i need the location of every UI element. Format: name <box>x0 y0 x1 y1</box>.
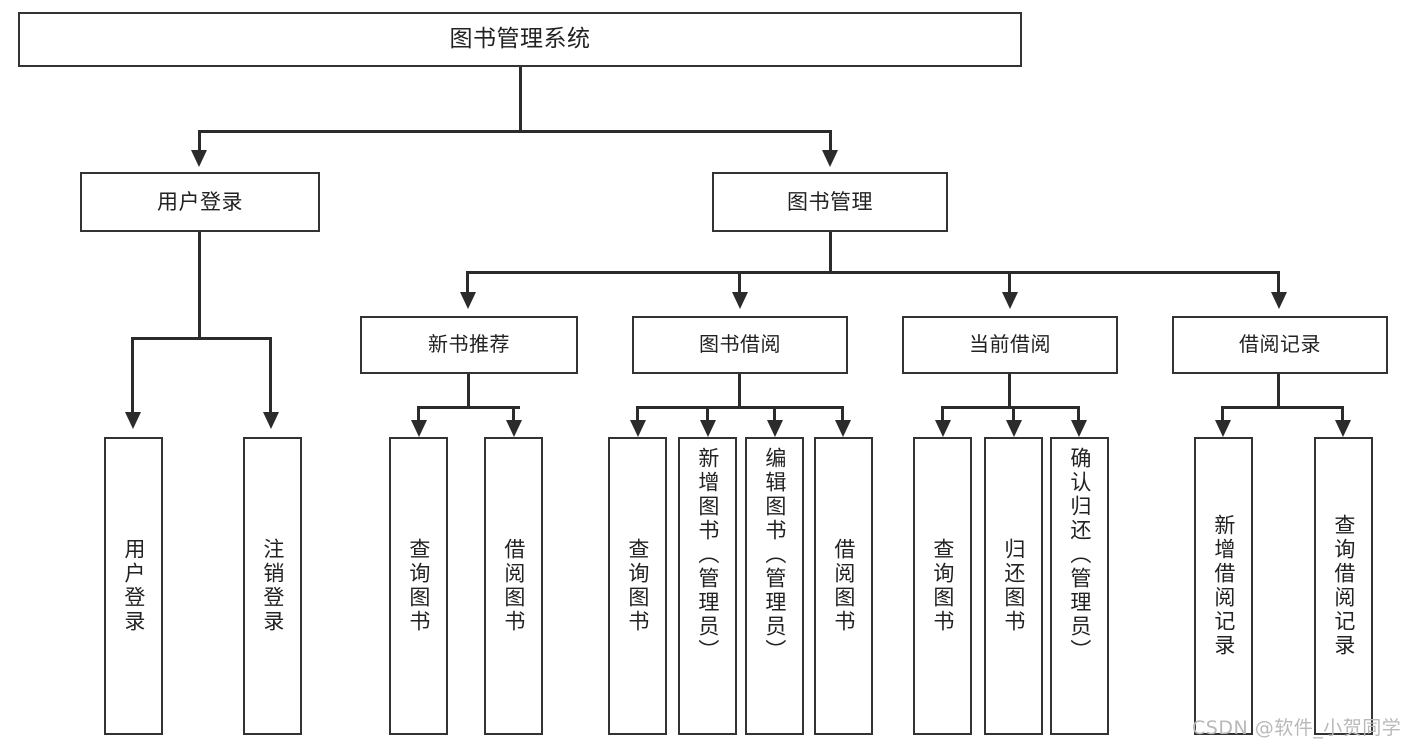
connector-bb-leg-2 <box>706 406 709 424</box>
node-book-borrow[interactable]: 图书借阅 <box>632 316 848 374</box>
arrow-bb-leaf-2 <box>700 420 716 437</box>
node-label: 图书借阅 <box>699 332 781 357</box>
node-leaf-edit-book[interactable]: 编辑图书（管理员） <box>745 437 804 735</box>
arrow-bb-leaf-4 <box>835 420 851 437</box>
arrow-br-leaf-2 <box>1335 420 1351 437</box>
connector-bm-leg-3 <box>1008 271 1011 295</box>
node-label: 用户登录 <box>121 538 146 634</box>
connector-cb-leg-1 <box>941 406 944 424</box>
node-leaf-add-record[interactable]: 新增借阅记录 <box>1194 437 1253 735</box>
node-label: 编辑图书（管理员） <box>762 447 787 663</box>
arrow-bm-to-new-book-recommend <box>460 292 476 309</box>
node-leaf-borrow-book-2[interactable]: 借阅图书 <box>814 437 873 735</box>
arrow-root-to-book-management <box>822 150 838 167</box>
connector-root-to-book-management <box>829 130 832 152</box>
node-label: 图书管理系统 <box>449 25 591 52</box>
arrow-cb-leaf-1 <box>935 420 951 437</box>
node-label: 确认归还（管理员） <box>1067 447 1092 663</box>
connector-br-leg-2 <box>1341 406 1344 424</box>
arrow-user-login-leaf-1 <box>125 412 141 429</box>
connector-root-stem <box>519 67 522 132</box>
node-label: 借阅图书 <box>831 538 856 634</box>
arrow-bb-leaf-3 <box>767 420 783 437</box>
connector-root-to-user-login <box>198 130 201 152</box>
node-leaf-user-logout[interactable]: 注销登录 <box>243 437 302 735</box>
connector-bb-leg-4 <box>841 406 844 424</box>
connector-br-bus <box>1221 406 1343 409</box>
node-leaf-user-login[interactable]: 用户登录 <box>104 437 163 735</box>
node-label: 注销登录 <box>260 538 285 634</box>
arrow-bm-to-current-borrow <box>1002 292 1018 309</box>
node-label: 借阅记录 <box>1239 332 1321 357</box>
connector-bm-leg-2 <box>738 271 741 295</box>
node-label: 查询借阅记录 <box>1331 514 1356 658</box>
connector-bm-leg-4 <box>1277 271 1280 295</box>
node-current-borrow[interactable]: 当前借阅 <box>902 316 1118 374</box>
connector-cb-leg-3 <box>1077 406 1080 424</box>
arrow-nbr-leaf-2 <box>506 420 522 437</box>
node-leaf-query-record[interactable]: 查询借阅记录 <box>1314 437 1373 735</box>
connector-nbr-stem <box>467 374 470 409</box>
arrow-bm-to-borrow-record <box>1271 292 1287 309</box>
arrow-bb-leaf-1 <box>630 420 646 437</box>
node-label: 查询图书 <box>625 538 650 634</box>
connector-nbr-leg-2 <box>512 406 515 424</box>
connector-bm-leg-1 <box>466 271 469 295</box>
node-label: 归还图书 <box>1001 538 1026 634</box>
connector-book-management-stem <box>829 232 832 274</box>
connector-bb-leg-3 <box>773 406 776 424</box>
node-leaf-return-book[interactable]: 归还图书 <box>984 437 1043 735</box>
connector-br-stem <box>1277 374 1280 409</box>
connector-bb-bus <box>636 406 844 409</box>
arrow-root-to-user-login <box>191 150 207 167</box>
node-label: 新书推荐 <box>428 332 510 357</box>
node-label: 新增借阅记录 <box>1211 514 1236 658</box>
node-leaf-add-book[interactable]: 新增图书（管理员） <box>678 437 737 735</box>
node-leaf-query-book-2[interactable]: 查询图书 <box>608 437 667 735</box>
node-label: 当前借阅 <box>969 332 1051 357</box>
csdn-watermark: CSDN @软件_小贺同学 <box>1192 717 1402 739</box>
arrow-br-leaf-1 <box>1215 420 1231 437</box>
node-book-management[interactable]: 图书管理 <box>712 172 948 232</box>
node-leaf-confirm-return[interactable]: 确认归还（管理员） <box>1050 437 1109 735</box>
connector-user-login-leg-1 <box>131 337 134 417</box>
connector-cb-bus <box>941 406 1079 409</box>
node-label: 用户登录 <box>157 189 243 214</box>
arrow-cb-leaf-3 <box>1071 420 1087 437</box>
node-label: 借阅图书 <box>501 538 526 634</box>
arrow-user-login-leaf-2 <box>263 412 279 429</box>
connector-user-login-stem <box>198 232 201 340</box>
node-new-book-recommend[interactable]: 新书推荐 <box>360 316 578 374</box>
connector-book-management-bus <box>466 271 1280 274</box>
node-label: 查询图书 <box>930 538 955 634</box>
node-leaf-query-book-1[interactable]: 查询图书 <box>389 437 448 735</box>
connector-br-leg-1 <box>1221 406 1224 424</box>
node-borrow-record[interactable]: 借阅记录 <box>1172 316 1388 374</box>
connector-bb-stem <box>738 374 741 409</box>
arrow-bm-to-book-borrow <box>732 292 748 309</box>
node-user-login[interactable]: 用户登录 <box>80 172 320 232</box>
node-leaf-query-book-3[interactable]: 查询图书 <box>913 437 972 735</box>
connector-root-bus <box>198 130 832 133</box>
connector-bb-leg-1 <box>636 406 639 424</box>
node-label: 图书管理 <box>787 189 873 214</box>
connector-user-login-leg-2 <box>269 337 272 417</box>
arrow-cb-leaf-2 <box>1006 420 1022 437</box>
node-root-system[interactable]: 图书管理系统 <box>18 12 1022 67</box>
arrow-nbr-leaf-1 <box>411 420 427 437</box>
connector-cb-leg-2 <box>1012 406 1015 424</box>
node-label: 查询图书 <box>406 538 431 634</box>
node-leaf-borrow-book-1[interactable]: 借阅图书 <box>484 437 543 735</box>
node-label: 新增图书（管理员） <box>695 447 720 663</box>
connector-nbr-leg-1 <box>417 406 420 424</box>
connector-nbr-bus <box>417 406 520 409</box>
connector-user-login-bus <box>131 337 271 340</box>
connector-cb-stem <box>1008 374 1011 409</box>
